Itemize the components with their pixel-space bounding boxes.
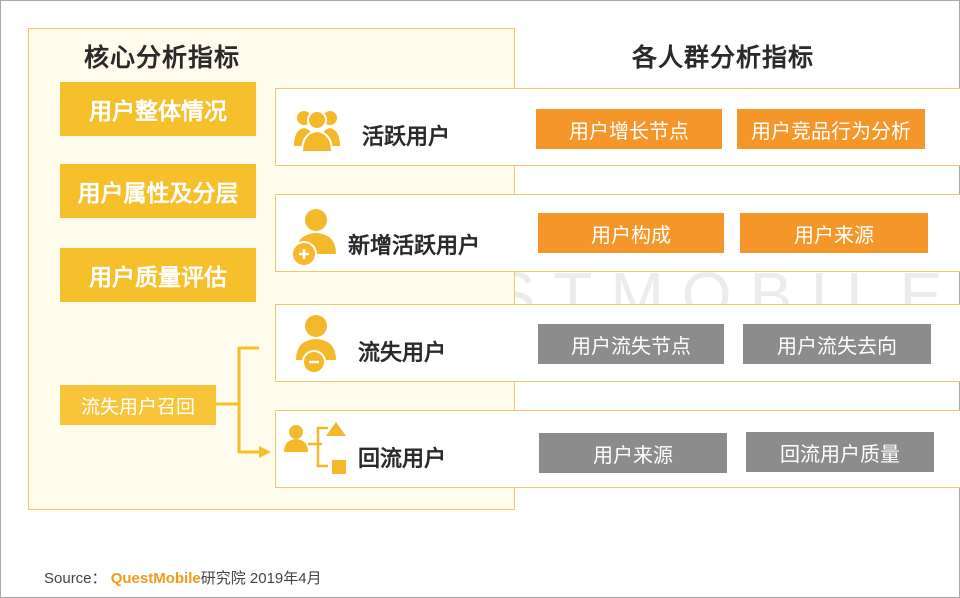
tag-user-source: 用户来源 [740, 213, 928, 253]
core-item-overall: 用户整体情况 [60, 82, 256, 136]
tag-growth-nodes: 用户增长节点 [536, 109, 722, 149]
tag-churn-destination: 用户流失去向 [743, 324, 931, 364]
tag-return-quality: 回流用户质量 [746, 432, 934, 472]
source-brand: QuestMobile [110, 570, 201, 587]
source-note: Source： QuestMobile研究院 2019年4月 [44, 567, 322, 588]
user-minus-icon [296, 315, 336, 374]
core-item-quality: 用户质量评估 [60, 248, 256, 302]
user-flow-icon [284, 422, 346, 474]
row-label-returning: 回流用户 [358, 447, 447, 472]
tag-competitor-behavior: 用户竞品行为分析 [737, 109, 925, 149]
source-prefix: Source： [44, 570, 107, 587]
source-suffix: 研究院 2019年4月 [200, 570, 322, 587]
users-group-icon [294, 110, 340, 152]
tag-return-source: 用户来源 [539, 433, 727, 473]
tag-user-composition: 用户构成 [538, 213, 724, 253]
row-label-churned: 流失用户 [358, 341, 447, 366]
recall-connector [215, 346, 271, 458]
row-label-active: 活跃用户 [362, 125, 451, 150]
tag-churn-nodes: 用户流失节点 [538, 324, 724, 364]
core-item-attributes: 用户属性及分层 [60, 164, 256, 218]
core-item-recall: 流失用户召回 [60, 385, 216, 425]
core-metrics-title: 核心分析指标 [84, 43, 241, 72]
row-label-new-active: 新增活跃用户 [348, 234, 481, 259]
group-metrics-title: 各人群分析指标 [632, 43, 815, 72]
user-plus-icon [291, 209, 336, 267]
